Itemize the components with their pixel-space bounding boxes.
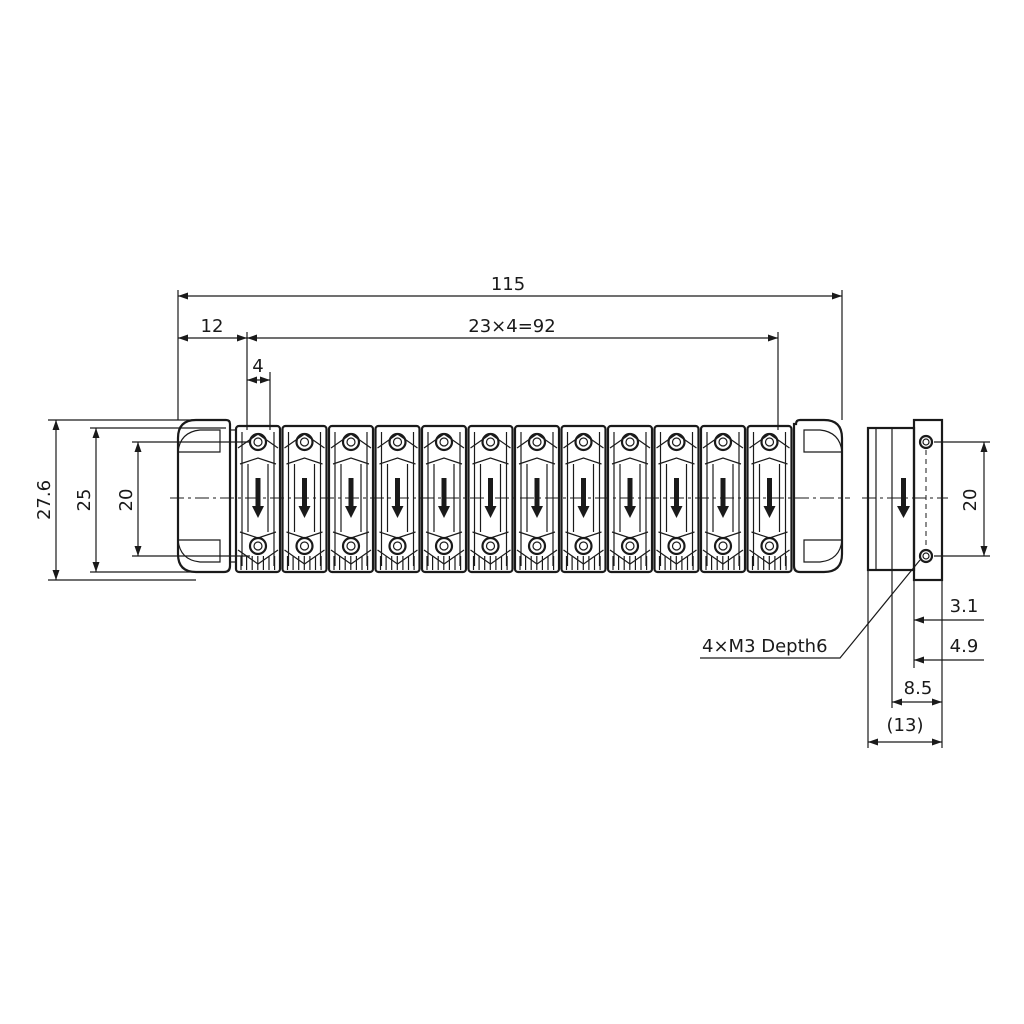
side-body (866, 426, 916, 572)
dimensions: 115 12 23×4=92 4 27.6 25 20 20 (34, 274, 990, 748)
valve-module (606, 424, 654, 574)
dim-overall-length: 115 (491, 274, 525, 295)
side-plate (912, 418, 944, 582)
side-hole-top (918, 434, 934, 450)
mounting-hole (713, 536, 733, 556)
valve-module (467, 424, 514, 574)
dim-end-offset: 12 (201, 316, 224, 337)
valve-module (327, 424, 375, 574)
mounting-hole (295, 536, 314, 556)
right-end-cap (792, 418, 844, 574)
front-view (170, 418, 850, 574)
mounting-hole (434, 432, 454, 452)
mounting-hole (341, 536, 361, 556)
dim-pitch-total: 23×4=92 (468, 316, 555, 337)
mounting-hole (574, 536, 593, 556)
valve-module (746, 424, 793, 574)
dim-hole-spacing-side: 20 (960, 489, 981, 512)
dim-side-hole-offset: 3.1 (950, 596, 979, 617)
mounting-hole (620, 536, 640, 556)
valve-modules (234, 424, 793, 574)
valve-module (420, 424, 468, 574)
valve-module (653, 424, 700, 574)
dim-overall-height: 27.6 (34, 480, 55, 520)
mounting-hole (341, 432, 361, 452)
mounting-hole (667, 432, 686, 452)
flow-arrow-icon (438, 478, 450, 518)
mounting-hole (481, 432, 500, 452)
valve-module (560, 424, 607, 574)
mounting-hole (388, 536, 407, 556)
left-end-cap (176, 418, 236, 574)
valve-module (699, 424, 747, 574)
mounting-hole (481, 536, 500, 556)
mounting-hole (527, 536, 547, 556)
mounting-hole (388, 432, 407, 452)
mounting-hole (248, 432, 268, 452)
mounting-hole (248, 536, 268, 556)
dim-hole-spacing-front: 20 (116, 489, 137, 512)
side-view (862, 418, 948, 582)
mounting-hole (295, 432, 314, 452)
mounting-hole (527, 432, 547, 452)
valve-module (234, 424, 282, 574)
valve-module (513, 424, 561, 574)
dim-module-pitch: 4 (252, 356, 263, 377)
side-flow-arrow-icon (897, 478, 910, 518)
mounting-hole (760, 432, 779, 452)
mounting-hole (620, 432, 640, 452)
mounting-hole (434, 536, 454, 556)
side-hole-bottom (918, 548, 934, 564)
mounting-hole (667, 536, 686, 556)
mounting-hole (760, 536, 779, 556)
dim-body-height: 25 (74, 489, 95, 512)
mounting-hole (713, 432, 733, 452)
dim-side-body-offset: 4.9 (950, 636, 979, 657)
dim-side-depth: 8.5 (904, 678, 933, 699)
callout-tapped-holes: 4×M3 Depth6 (702, 636, 828, 657)
flow-arrow-icon (763, 478, 776, 518)
mounting-hole (574, 432, 593, 452)
dim-side-total-ref: (13) (887, 715, 924, 736)
valve-module (281, 424, 328, 574)
valve-module (374, 424, 421, 574)
flow-arrow-icon (531, 478, 543, 518)
